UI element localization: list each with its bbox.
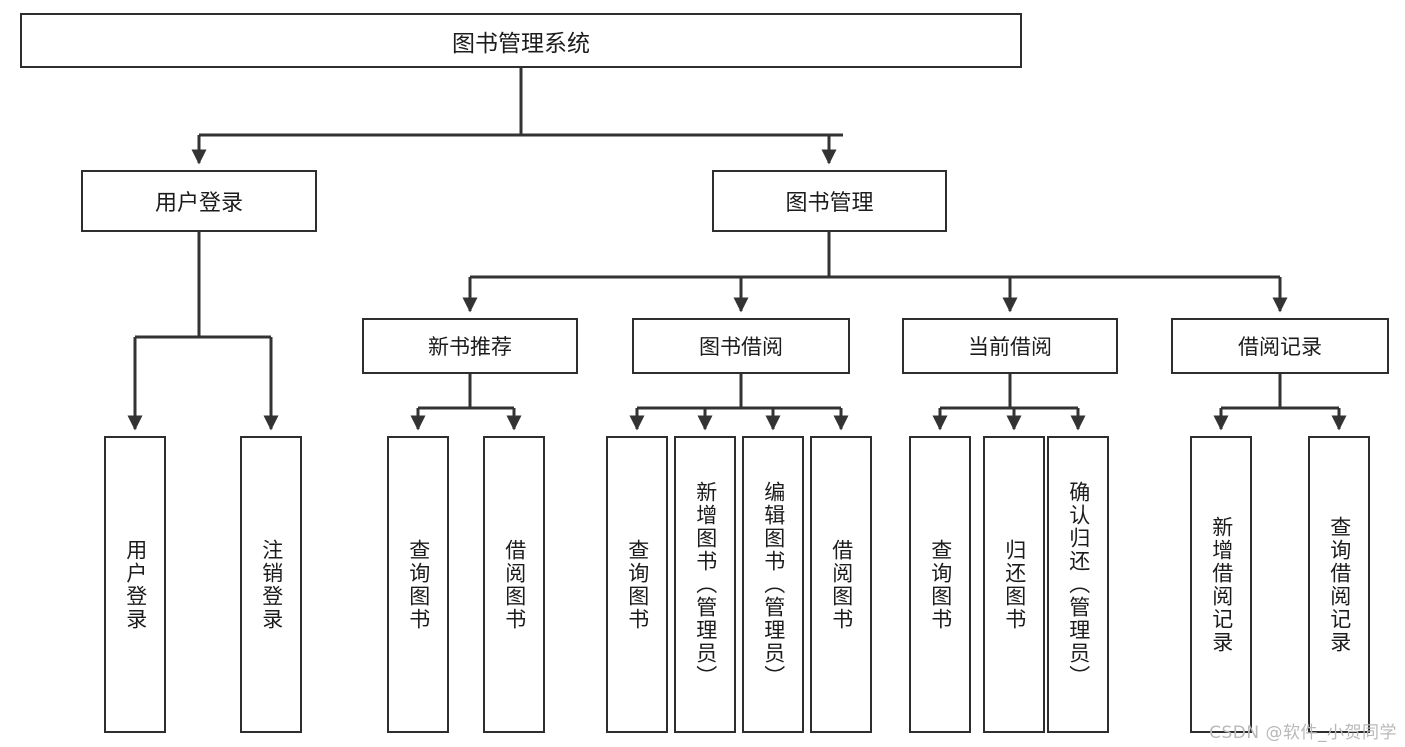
leaf-node[interactable]: 编辑图书（管理员）: [742, 436, 804, 733]
leaf-node-label: 编辑图书（管理员）: [761, 481, 786, 688]
node-user-login[interactable]: 用户登录: [81, 170, 317, 232]
node-book-management[interactable]: 图书管理: [712, 170, 947, 232]
node-current-borrow[interactable]: 当前借阅: [902, 318, 1118, 374]
node-new-book-recommend-label: 新书推荐: [428, 335, 512, 359]
leaf-node-label: 注销登录: [259, 538, 284, 631]
leaf-node[interactable]: 查询图书: [909, 436, 971, 733]
node-new-book-recommend[interactable]: 新书推荐: [362, 318, 578, 374]
node-borrow-record[interactable]: 借阅记录: [1171, 318, 1389, 374]
leaf-node-label: 查询图书: [928, 538, 953, 631]
node-book-borrow[interactable]: 图书借阅: [632, 318, 850, 374]
node-user-login-label: 用户登录: [154, 191, 243, 216]
leaf-node[interactable]: 归还图书: [983, 436, 1045, 733]
leaf-node[interactable]: 用户登录: [104, 436, 166, 733]
leaf-node[interactable]: 确认归还（管理员）: [1047, 436, 1109, 733]
node-current-borrow-label: 当前借阅: [968, 335, 1052, 359]
leaf-node[interactable]: 注销登录: [240, 436, 302, 733]
leaf-node[interactable]: 借阅图书: [483, 436, 545, 733]
node-root-label: 图书管理系统: [452, 30, 590, 57]
leaf-node[interactable]: 新增图书（管理员）: [674, 436, 736, 733]
node-book-management-label: 图书管理: [785, 191, 874, 216]
leaf-node-label: 查询图书: [406, 538, 431, 631]
leaf-node-label: 查询图书: [625, 538, 650, 631]
leaf-node-label: 新增图书（管理员）: [693, 481, 718, 688]
leaf-node-label: 用户登录: [123, 538, 148, 631]
leaf-node-label: 归还图书: [1002, 538, 1027, 631]
leaf-node[interactable]: 查询借阅记录: [1308, 436, 1370, 733]
node-borrow-record-label: 借阅记录: [1238, 335, 1322, 359]
leaf-node-label: 借阅图书: [502, 538, 527, 631]
node-book-borrow-label: 图书借阅: [699, 335, 783, 359]
leaf-node-label: 确认归还（管理员）: [1066, 481, 1091, 688]
leaf-node[interactable]: 查询图书: [606, 436, 668, 733]
leaf-node-label: 新增借阅记录: [1209, 515, 1234, 654]
leaf-node[interactable]: 借阅图书: [810, 436, 872, 733]
leaf-node-label: 查询借阅记录: [1327, 515, 1352, 654]
node-root[interactable]: 图书管理系统: [20, 13, 1022, 68]
leaf-node[interactable]: 查询图书: [387, 436, 449, 733]
leaf-node[interactable]: 新增借阅记录: [1190, 436, 1252, 733]
leaf-node-label: 借阅图书: [829, 538, 854, 631]
